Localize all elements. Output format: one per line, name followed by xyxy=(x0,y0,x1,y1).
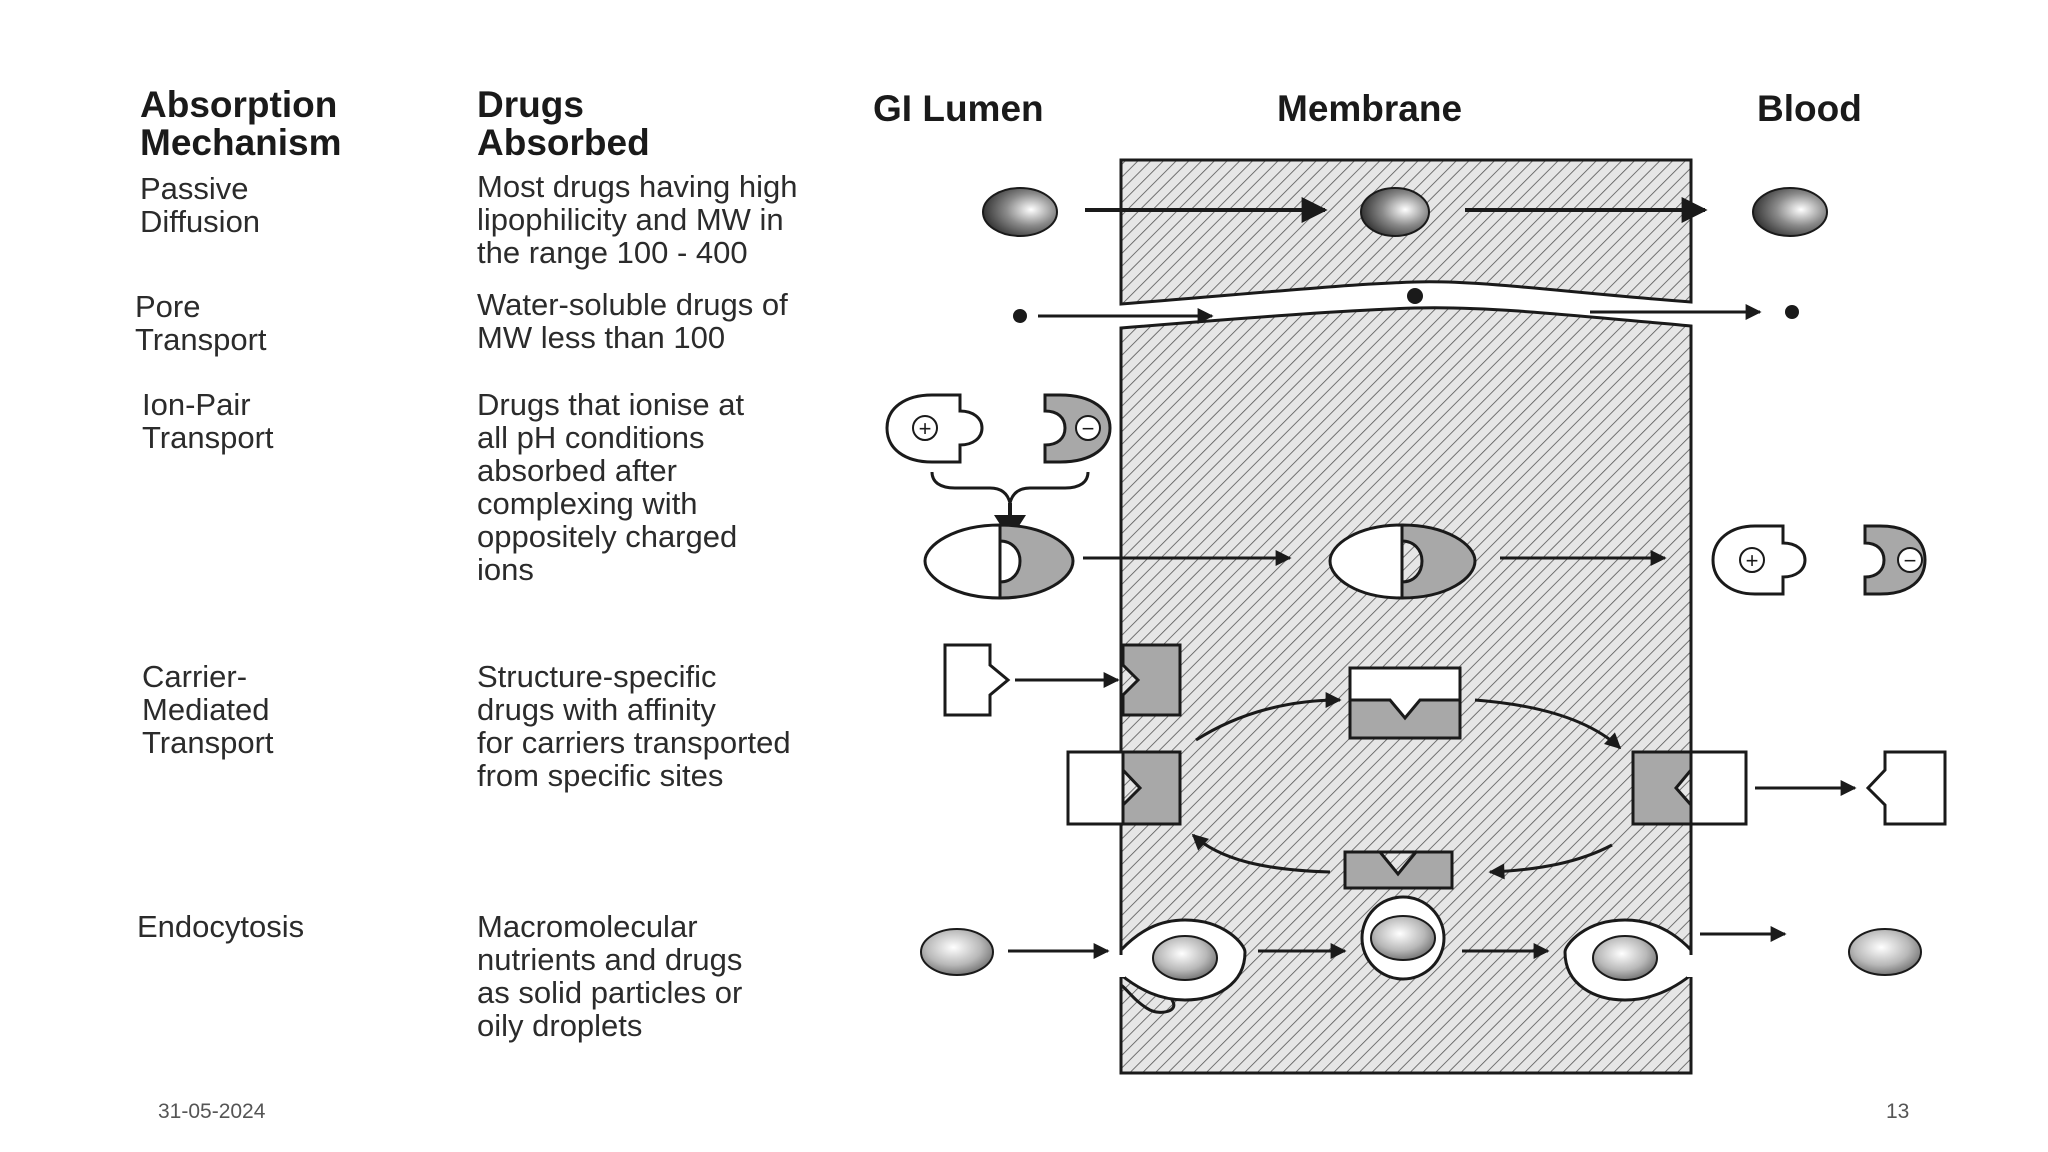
cation-shape: + xyxy=(885,393,984,464)
particle-blood xyxy=(1848,928,1922,976)
anion-blood: − xyxy=(1863,524,1927,596)
ion-pair-complex-membrane xyxy=(1328,523,1477,600)
mechanism-carrier-mediated-transport: Carrier- Mediated Transport xyxy=(142,659,274,760)
plus-symbol: + xyxy=(919,416,932,441)
carrier-drug-blood xyxy=(1865,750,1947,826)
small-drug-blood xyxy=(1785,305,1799,319)
drug-sphere-blood xyxy=(1752,187,1828,237)
small-drug-lumen xyxy=(1013,309,1027,323)
header-gi-lumen: GI Lumen xyxy=(873,88,1044,129)
header-membrane: Membrane xyxy=(1277,88,1463,129)
footer-date: 31-05-2024 xyxy=(158,1100,266,1123)
cation-blood: + xyxy=(1711,524,1807,596)
particle-lumen xyxy=(920,928,994,976)
carrier-mediated-diagram xyxy=(943,643,1947,890)
combine-brace xyxy=(930,471,1090,504)
carrier-right xyxy=(1631,750,1748,826)
ion-pair-complex-lumen xyxy=(923,523,1075,600)
particle-vesicle xyxy=(1370,915,1436,961)
drug-sphere-lumen xyxy=(982,187,1058,237)
drugs-pore-transport: Water-soluble drugs of MW less than 100 xyxy=(477,287,788,355)
carrier-left xyxy=(1066,750,1182,826)
endocytosis-diagram xyxy=(920,915,1922,981)
anion-shape: − xyxy=(1043,393,1112,464)
carrier-top xyxy=(1348,666,1462,740)
pore-transport-diagram xyxy=(1013,288,1799,324)
particle-engulfing xyxy=(1152,935,1218,981)
svg-text:−: − xyxy=(1904,548,1917,573)
particle-release xyxy=(1592,935,1658,981)
ion-pair-diagram: + − xyxy=(885,393,1927,600)
drugs-ion-pair-transport: Drugs that ionise at all pH conditions a… xyxy=(477,387,745,587)
drugs-endocytosis: Macromolecular nutrients and drugs as so… xyxy=(477,909,743,1043)
header-blood: Blood xyxy=(1757,88,1862,129)
footer-page-number: 13 xyxy=(1886,1100,1910,1123)
mechanism-endocytosis: Endocytosis xyxy=(137,909,305,944)
carrier-bottom xyxy=(1343,850,1454,890)
svg-text:+: + xyxy=(1746,548,1759,573)
header-absorption-mechanism: Absorption Mechanism xyxy=(140,84,342,163)
header-drugs-absorbed: Drugs Absorbed xyxy=(477,84,650,163)
mechanism-passive-diffusion: Passive Diffusion xyxy=(140,171,261,239)
carrier-entry xyxy=(1121,643,1182,717)
drugs-carrier-mediated-transport: Structure-specific drugs with affinity f… xyxy=(477,659,791,793)
passive-diffusion-diagram xyxy=(982,187,1828,237)
small-drug-pore xyxy=(1407,288,1423,304)
carrier-drug-lumen xyxy=(943,643,1011,717)
drug-sphere-membrane xyxy=(1360,187,1430,237)
drugs-passive-diffusion: Most drugs having high lipophilicity and… xyxy=(477,169,798,270)
mechanism-ion-pair-transport: Ion-Pair Transport xyxy=(142,387,274,455)
minus-symbol: − xyxy=(1082,416,1095,441)
mechanism-pore-transport: Pore Transport xyxy=(135,289,267,357)
